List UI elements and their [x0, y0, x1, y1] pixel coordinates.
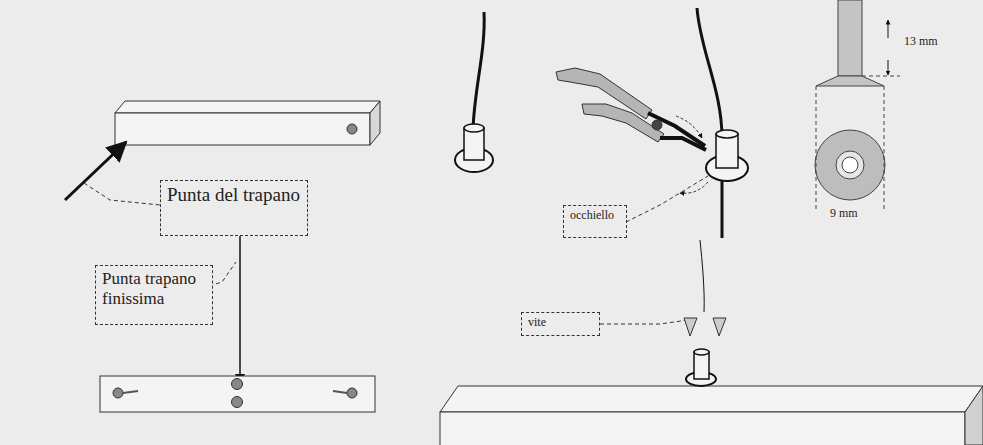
leader-line: [626, 176, 708, 222]
drill-arrow: [239, 236, 241, 383]
callout-text: occhiello: [570, 209, 620, 223]
callout-text: Punta del trapano: [167, 184, 301, 206]
pliers: [556, 68, 706, 150]
callout-box: occhiello: [563, 205, 627, 238]
callout-box: Punta del trapano: [160, 180, 308, 236]
eyelet: [686, 349, 716, 386]
wire-guide: [700, 240, 704, 312]
callout-box: vite: [521, 312, 600, 336]
callout-box: Punta trapano finissima: [95, 265, 213, 325]
motion-arrow: [680, 182, 708, 193]
wood-bar: [115, 101, 380, 145]
callout-text: vite: [528, 316, 593, 330]
base-block: [440, 386, 983, 445]
screw: [684, 318, 726, 336]
drill-arrow: [65, 142, 126, 200]
eyelet: [455, 12, 493, 172]
dimension-label: 9 mm: [830, 206, 858, 221]
wood-bar: [100, 376, 375, 412]
eyelet-dimension-view: [815, 0, 900, 212]
dimension-label: 13 mm: [904, 34, 938, 49]
leader-line: [600, 320, 688, 324]
eyelet: [697, 8, 748, 238]
callout-text: Punta trapano finissima: [102, 269, 206, 308]
motion-arrow: [676, 116, 702, 138]
leader-line: [84, 183, 160, 205]
